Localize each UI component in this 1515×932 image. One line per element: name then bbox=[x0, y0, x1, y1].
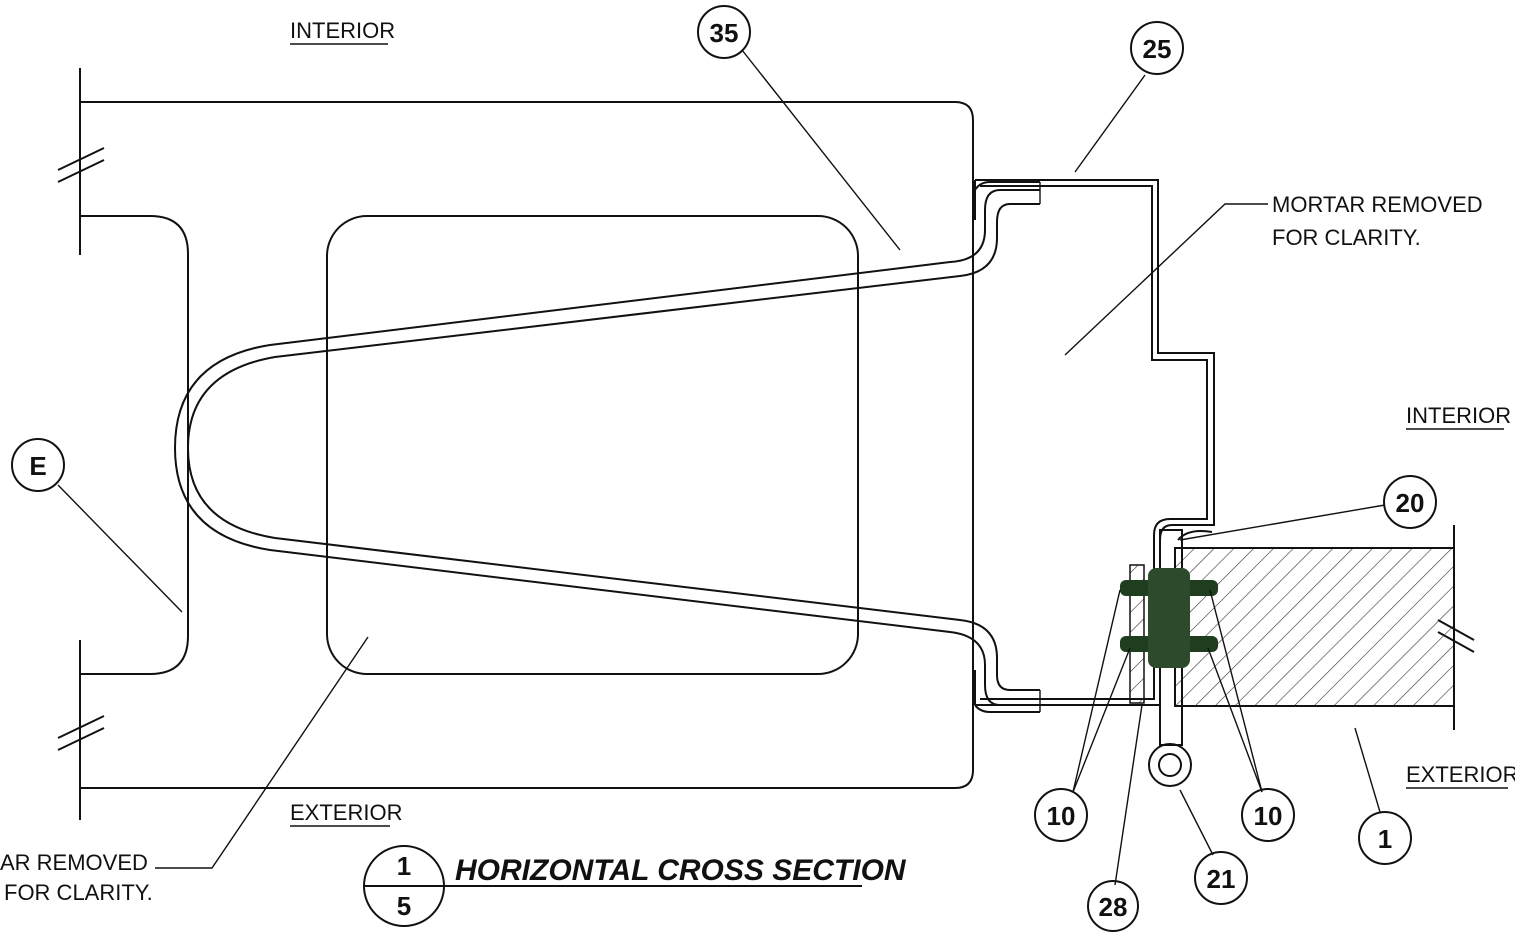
callout-25: 25 bbox=[1130, 21, 1184, 75]
svg-text:10: 10 bbox=[1254, 801, 1283, 831]
callout-10-right: 10 bbox=[1241, 788, 1295, 842]
label-exterior-bottom: EXTERIOR bbox=[290, 800, 402, 825]
svg-text:25: 25 bbox=[1143, 34, 1172, 64]
wire-anchor bbox=[173, 181, 1040, 713]
detail-number: 1 bbox=[397, 851, 411, 881]
svg-text:21: 21 bbox=[1207, 864, 1236, 894]
callout-E: E bbox=[11, 438, 65, 492]
svg-text:35: 35 bbox=[710, 18, 739, 48]
label-interior-top: INTERIOR bbox=[290, 18, 395, 43]
section-title: 1 5 HORIZONTAL CROSS SECTION bbox=[363, 845, 907, 927]
label-exterior-right: EXTERIOR bbox=[1406, 762, 1515, 787]
callout-21: 21 bbox=[1194, 851, 1248, 905]
callout-1: 1 bbox=[1358, 811, 1412, 865]
sheet-number: 5 bbox=[397, 891, 411, 921]
masonry-block bbox=[79, 68, 974, 820]
label-interior-right: INTERIOR bbox=[1406, 403, 1511, 428]
fasteners bbox=[1120, 568, 1218, 668]
callout-20: 20 bbox=[1383, 475, 1437, 529]
svg-text:28: 28 bbox=[1099, 892, 1128, 922]
svg-text:10: 10 bbox=[1047, 801, 1076, 831]
note-mortar-left-1: AR REMOVED bbox=[0, 850, 148, 875]
callout-35: 35 bbox=[697, 5, 751, 59]
callout-28: 28 bbox=[1087, 880, 1139, 932]
note-mortar-right-1: MORTAR REMOVED bbox=[1272, 192, 1483, 217]
callout-10-left: 10 bbox=[1034, 788, 1088, 842]
svg-text:1: 1 bbox=[1378, 824, 1392, 854]
note-mortar-left-2: FOR CLARITY. bbox=[4, 880, 153, 905]
wall-section bbox=[1129, 525, 1455, 730]
block-core bbox=[326, 215, 859, 675]
svg-text:E: E bbox=[29, 451, 46, 481]
title-text: HORIZONTAL CROSS SECTION bbox=[455, 854, 907, 887]
svg-text:20: 20 bbox=[1396, 488, 1425, 518]
note-mortar-right-2: FOR CLARITY. bbox=[1272, 225, 1421, 250]
leader-lines bbox=[57, 49, 1386, 886]
